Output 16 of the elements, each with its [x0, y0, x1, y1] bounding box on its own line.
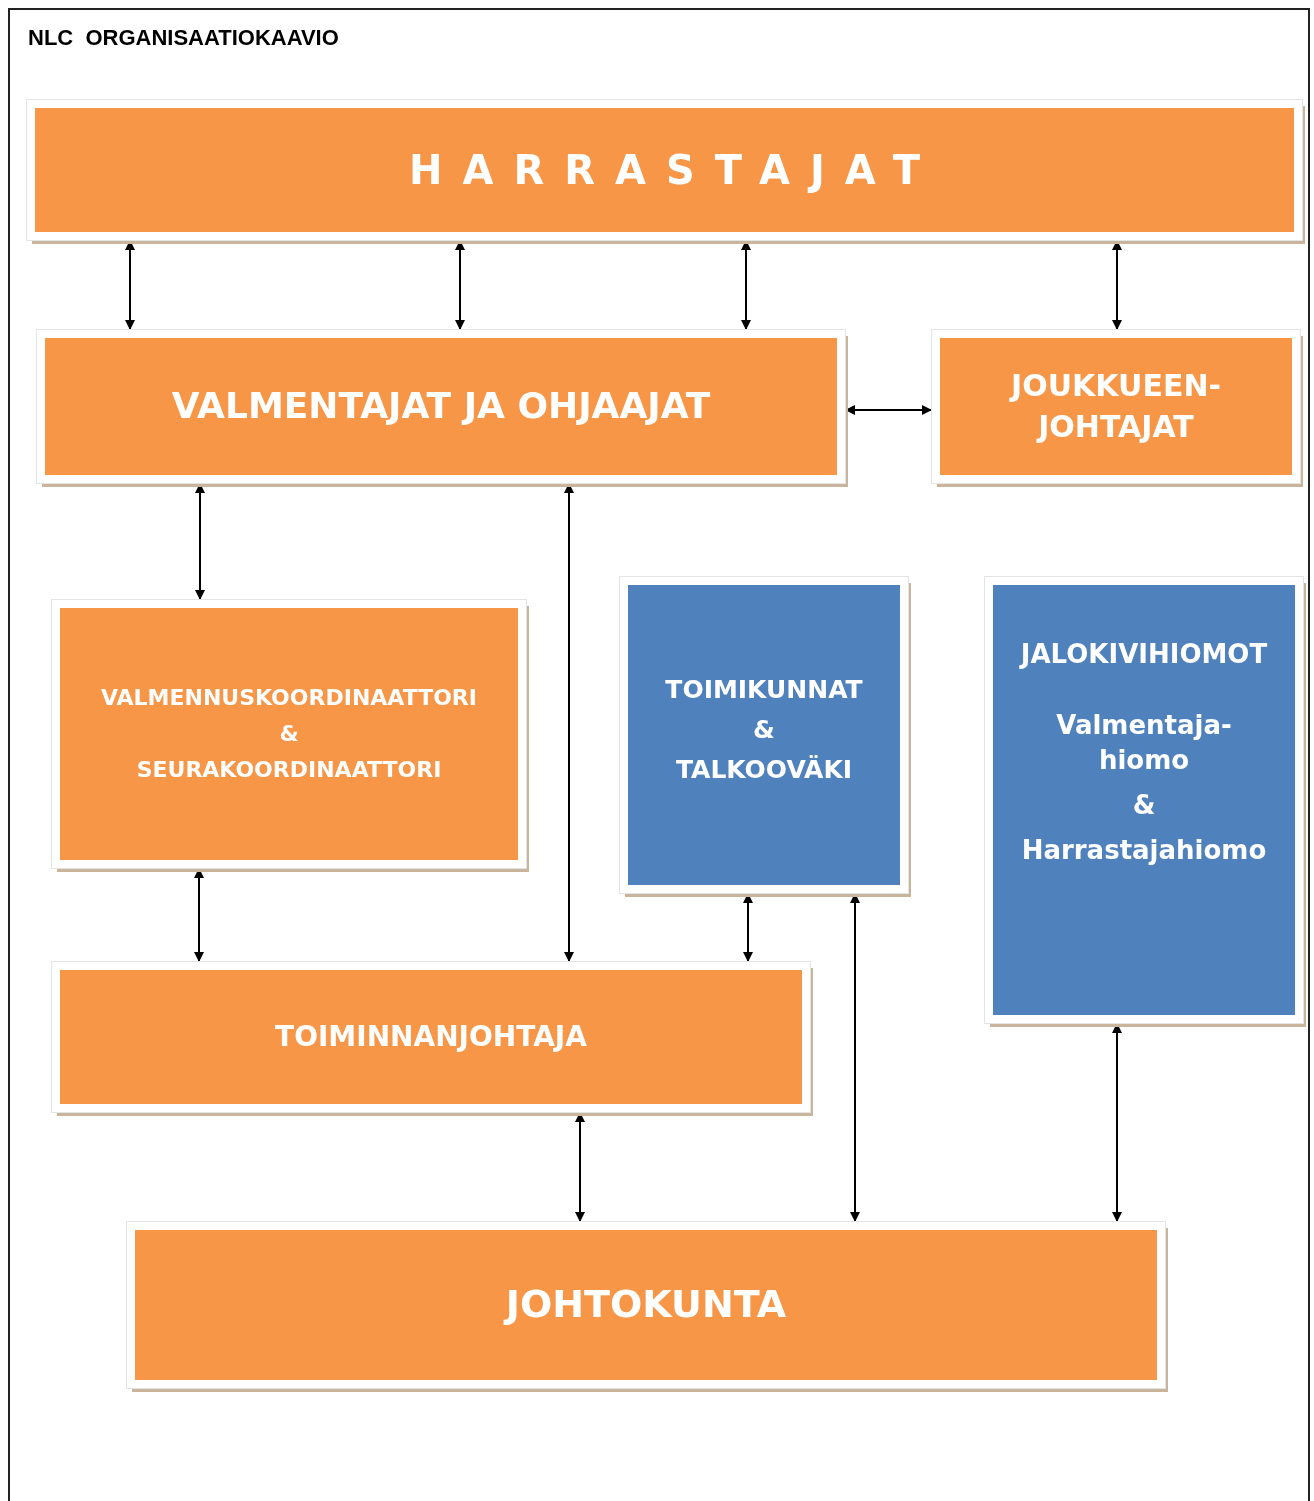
node-label: TOIMINNANJOHTAJA [275, 1019, 587, 1056]
node-label: VALMENTAJAT JA OHJAAJAT [171, 384, 711, 429]
node-label: TALKOOVÄKI [675, 753, 853, 786]
node-label: Valmentaja-hiomo [1055, 709, 1233, 778]
node-label: & [279, 720, 299, 749]
node-label: JOUKKUEEN-JOHTAJAT [1008, 367, 1222, 446]
node-label: JALOKIVIHIOMOT [1020, 638, 1268, 671]
node-label: TOIMIKUNNAT [665, 674, 863, 706]
node-label: & [753, 713, 775, 746]
diagram-title: NLC ORGANISAATIOKAAVIO [28, 25, 339, 51]
node-label: & [1132, 789, 1156, 823]
node-label: Harrastajahiomo [1021, 834, 1267, 868]
node-label: HARRASTAJAT [409, 146, 940, 195]
node-label: VALMENNUSKOORDINAATTORI [101, 684, 477, 713]
node-label: JOHTOKUNTA [505, 1281, 787, 1329]
node-label: SEURAKOORDINAATTORI [136, 755, 442, 784]
